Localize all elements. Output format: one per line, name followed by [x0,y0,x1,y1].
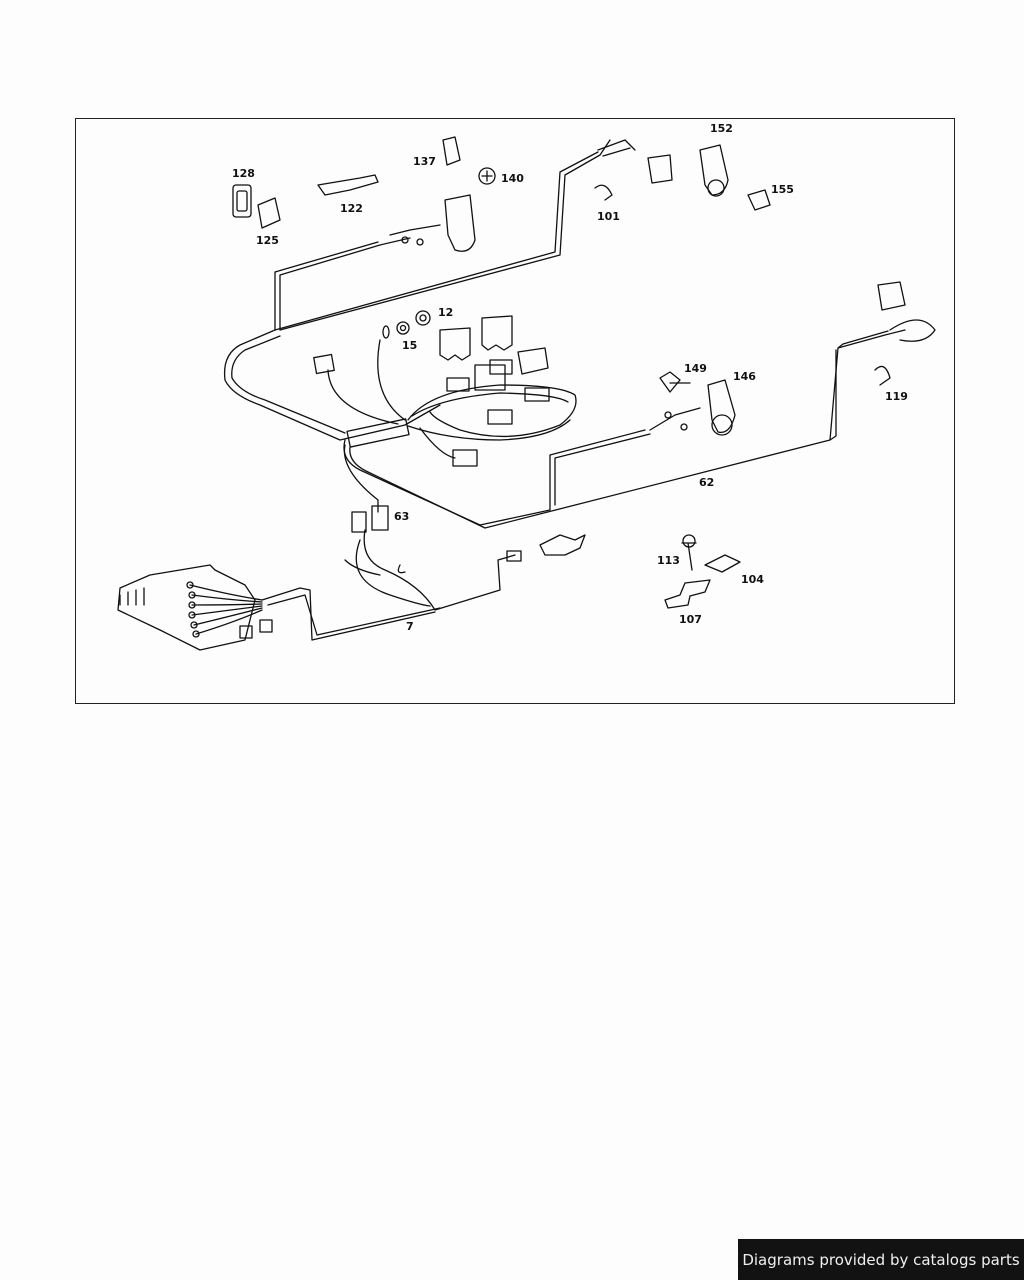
part-label-119: 119 [885,390,908,403]
part-label-137: 137 [413,155,436,168]
part-label-12: 12 [438,306,453,319]
part-label-107: 107 [679,613,702,626]
harness-upper-left [279,237,411,331]
part-labels: 152 137 140 128 155 101 122 125 12 15 14… [232,122,908,633]
part-label-146: 146 [733,370,756,383]
diagram-frame [75,118,955,704]
part-label-149: 149 [684,362,707,375]
part-label-140: 140 [501,172,524,185]
part-label-113: 113 [657,554,680,567]
part-label-15: 15 [402,339,417,352]
part-label-152: 152 [710,122,733,135]
credit-banner: Diagrams provided by catalogs parts [738,1239,1024,1280]
part-label-104: 104 [741,573,764,586]
harness-7 [343,444,379,513]
part-label-101: 101 [597,210,620,223]
part-label-125: 125 [256,234,279,247]
control-module [117,564,256,651]
part-label-128: 128 [232,167,255,180]
credit-text: Diagrams provided by catalogs parts [742,1250,1020,1269]
part-label-63: 63 [394,510,409,523]
part-label-7: 7 [406,620,414,633]
part-label-155: 155 [771,183,794,196]
harness-main-loop [223,329,441,441]
part-label-62: 62 [699,476,714,489]
harness-lower-loop [343,429,646,526]
part-label-122: 122 [340,202,363,215]
